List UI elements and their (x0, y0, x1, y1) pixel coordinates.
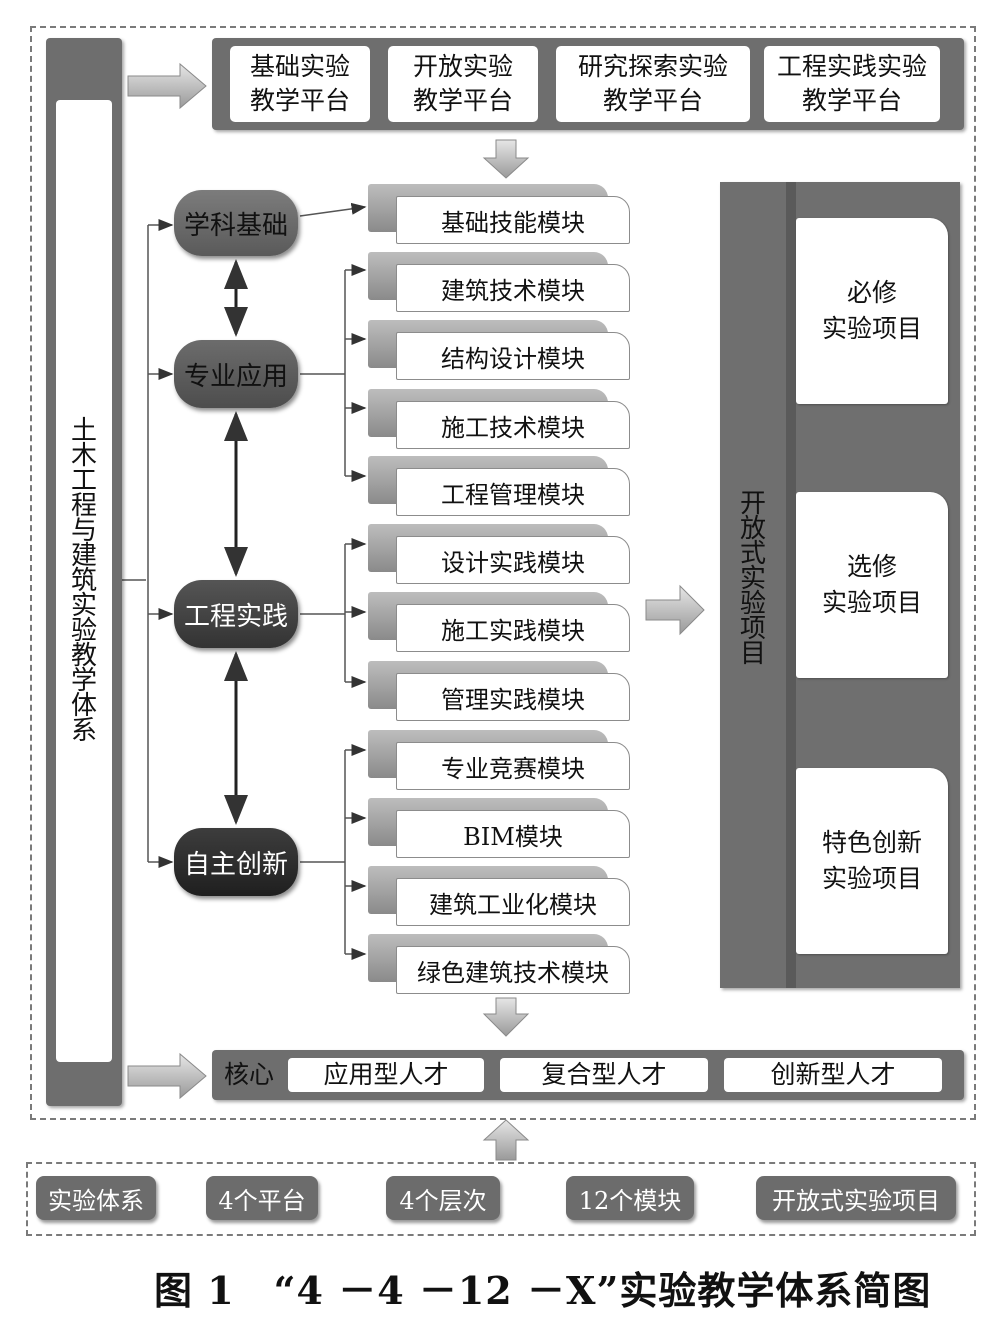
module-basic-skills: 基础技能模块 (368, 184, 630, 244)
project-featured-innovation: 特色创新 实验项目 (796, 768, 948, 954)
module-construction-practice: 施工实践模块 (368, 592, 630, 652)
platform-basic-label: 基础实验 教学平台 (249, 52, 350, 115)
level-discipline-basis-label: 学科基础 (183, 210, 288, 241)
platform-engineering: 工程实践实验 教学平台 (764, 46, 940, 122)
module-structural-design-label: 结构设计模块 (396, 332, 630, 380)
open-projects-divider (786, 182, 796, 988)
module-engineering-management-label: 工程管理模块 (396, 468, 630, 516)
system-label-box: 土木工程与建筑实验教学体系 (56, 100, 112, 1062)
module-basic-skills-label: 基础技能模块 (396, 196, 630, 244)
core-innovative-talent: 创新型人才 (724, 1058, 942, 1092)
summary-modules: 12个模块 (566, 1176, 694, 1220)
summary-levels-label: 4个层次 (399, 1186, 487, 1215)
platform-open: 开放实验 教学平台 (388, 46, 538, 122)
level-independent-innovation-label: 自主创新 (183, 849, 288, 880)
open-projects-title: 开放式实验项目 (740, 489, 767, 669)
module-bim: BIM模块 (368, 798, 630, 858)
core-innovative-talent-label: 创新型人才 (770, 1060, 896, 1089)
core-compound-talent: 复合型人才 (500, 1058, 708, 1092)
level-professional-application-label: 专业应用 (183, 361, 288, 392)
core-label: 核心 (224, 1060, 275, 1089)
module-architecture-tech: 建筑技术模块 (368, 252, 630, 312)
project-elective-label: 选修 实验项目 (821, 552, 922, 617)
core-compound-talent-label: 复合型人才 (541, 1060, 667, 1089)
module-building-industrialization-label: 建筑工业化模块 (396, 878, 630, 926)
module-bim-label: BIM模块 (396, 810, 630, 858)
summary-platforms-label: 4个平台 (218, 1186, 306, 1215)
module-construction-practice-label: 施工实践模块 (396, 604, 630, 652)
platform-research: 研究探索实验 教学平台 (556, 46, 750, 122)
module-management-practice-label: 管理实践模块 (396, 673, 630, 721)
summary-modules-label: 12个模块 (578, 1186, 682, 1215)
project-required-label: 必修 实验项目 (821, 278, 922, 343)
level-engineering-practice-label: 工程实践 (183, 601, 288, 632)
system-label: 土木工程与建筑实验教学体系 (70, 415, 97, 746)
summary-open-projects-label: 开放式实验项目 (772, 1186, 940, 1215)
module-construction-tech-label: 施工技术模块 (396, 401, 630, 449)
module-green-building-tech: 绿色建筑技术模块 (368, 934, 630, 994)
platform-engineering-label: 工程实践实验 教学平台 (776, 52, 927, 115)
figure-caption: 图 1 “4 －4 －12 －X”实验教学体系简图 (154, 1268, 932, 1313)
module-professional-competition-label: 专业竞赛模块 (396, 742, 630, 790)
level-independent-innovation: 自主创新 (174, 828, 298, 896)
module-management-practice: 管理实践模块 (368, 661, 630, 721)
system-frame (30, 26, 976, 1120)
platform-research-label: 研究探索实验 教学平台 (577, 52, 728, 115)
platform-open-label: 开放实验 教学平台 (412, 52, 513, 115)
module-construction-tech: 施工技术模块 (368, 389, 630, 449)
module-engineering-management: 工程管理模块 (368, 456, 630, 516)
module-structural-design: 结构设计模块 (368, 320, 630, 380)
project-required: 必修 实验项目 (796, 218, 948, 404)
summary-system: 实验体系 (36, 1176, 156, 1220)
summary-open-projects: 开放式实验项目 (756, 1176, 956, 1220)
module-design-practice-label: 设计实践模块 (396, 536, 630, 584)
project-elective: 选修 实验项目 (796, 492, 948, 678)
summary-levels: 4个层次 (386, 1176, 500, 1220)
level-engineering-practice: 工程实践 (174, 580, 298, 648)
platform-basic: 基础实验 教学平台 (230, 46, 370, 122)
module-green-building-tech-label: 绿色建筑技术模块 (396, 946, 630, 994)
level-professional-application: 专业应用 (174, 340, 298, 408)
project-featured-innovation-label: 特色创新 实验项目 (821, 828, 922, 893)
summary-frame (26, 1162, 976, 1236)
core-applied-talent-label: 应用型人才 (323, 1060, 449, 1089)
summary-platforms: 4个平台 (206, 1176, 318, 1220)
module-building-industrialization: 建筑工业化模块 (368, 866, 630, 926)
module-design-practice: 设计实践模块 (368, 524, 630, 584)
core-applied-talent: 应用型人才 (288, 1058, 484, 1092)
module-architecture-tech-label: 建筑技术模块 (396, 264, 630, 312)
module-professional-competition: 专业竞赛模块 (368, 730, 630, 790)
level-discipline-basis: 学科基础 (174, 190, 298, 256)
summary-system-label: 实验体系 (48, 1186, 144, 1215)
